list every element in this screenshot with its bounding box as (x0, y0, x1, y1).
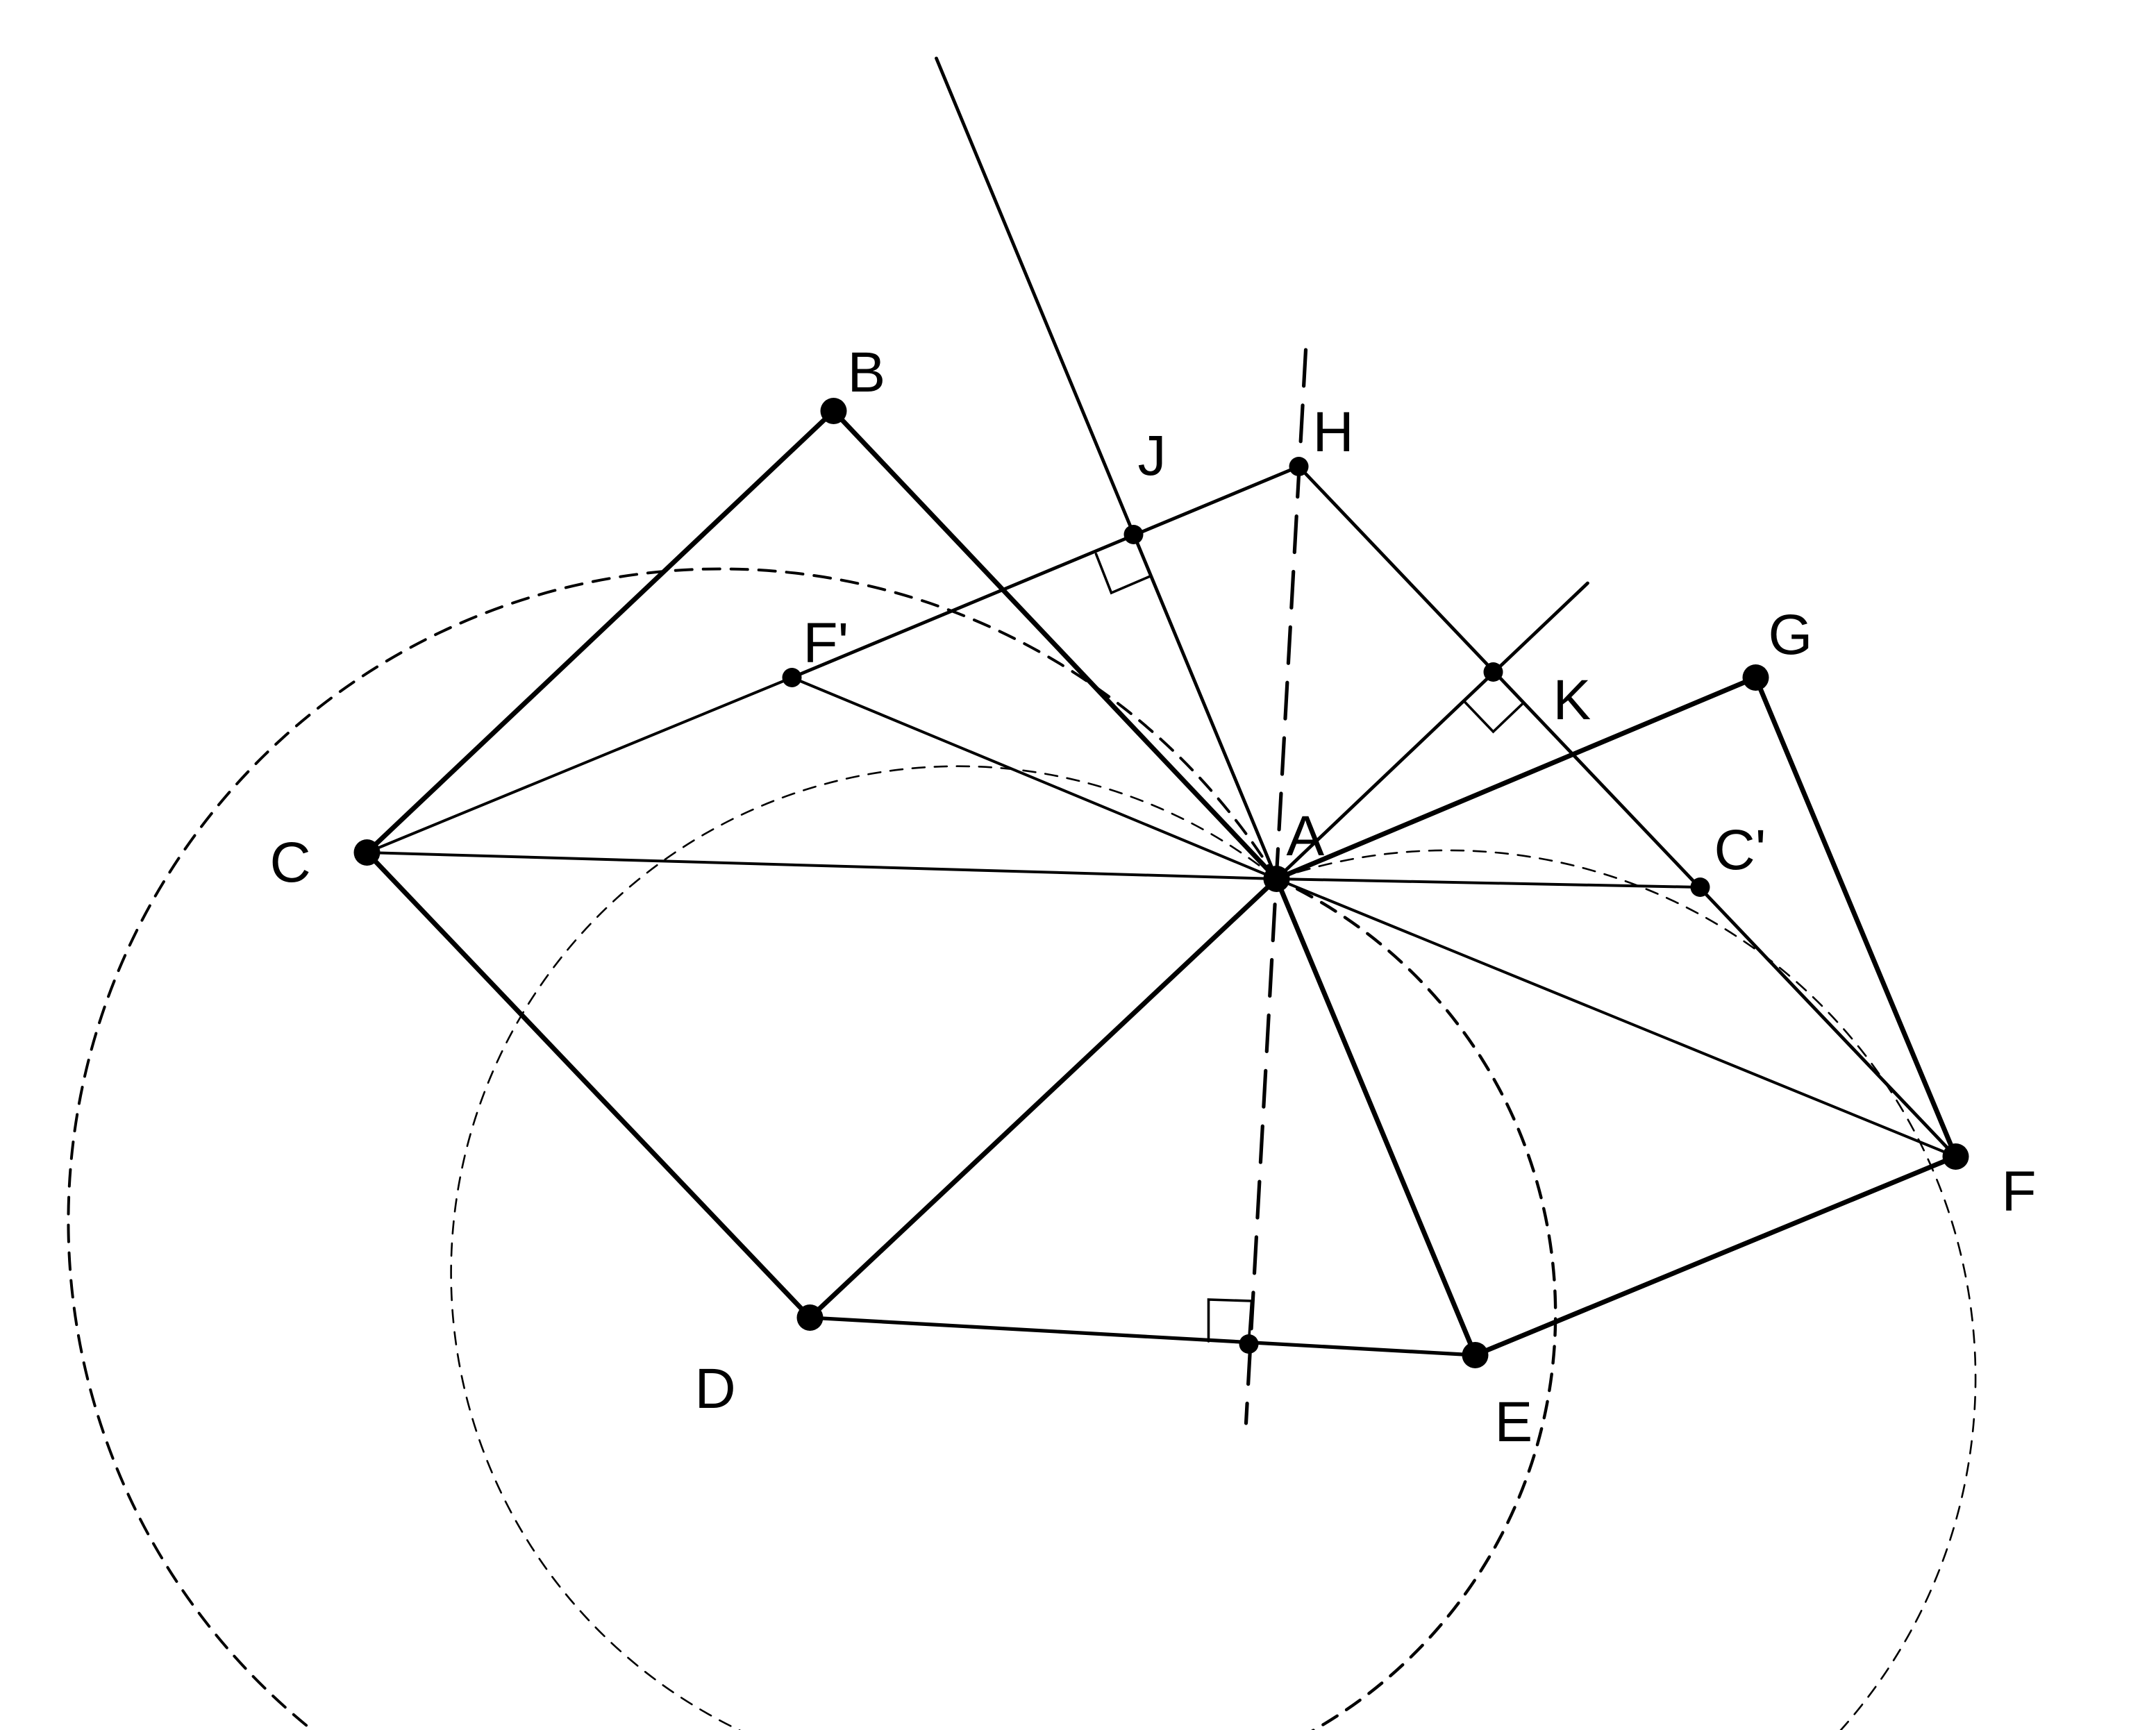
label-c-prime: C' (1714, 818, 1766, 882)
side-ga (1274, 675, 1758, 882)
line-fprime-h (790, 464, 1301, 680)
label-a: A (1287, 805, 1325, 868)
point-de-midpoint (1239, 1334, 1259, 1354)
side-ba (831, 408, 1279, 882)
point-g (1742, 664, 1769, 691)
circle-center-arc (1275, 877, 1557, 1730)
point-e (1462, 1342, 1489, 1368)
label-b: B (848, 341, 886, 404)
line-h-f (1297, 464, 1957, 1159)
circle-small-arc (450, 765, 1278, 1730)
point-labels: A B C D E F G H J K F' C' (270, 341, 2037, 1454)
label-g: G (1769, 603, 1813, 666)
point-f (1942, 1143, 1969, 1170)
circle-left-arc (67, 567, 1278, 1730)
point-j (1123, 525, 1144, 544)
side-fg (1753, 675, 1958, 1159)
perpendicular-from-a-through-k (1275, 581, 1589, 881)
point-c (353, 839, 381, 866)
label-e: E (1495, 1391, 1533, 1454)
perpendicular-from-a-through-j (935, 56, 1278, 881)
side-cb (365, 408, 836, 855)
right-angle-markers (1094, 553, 1526, 1343)
label-j: J (1138, 424, 1167, 487)
point-a (1263, 866, 1290, 892)
segment-de (808, 1316, 1478, 1357)
square-aefg (1274, 675, 1958, 1358)
point-d (796, 1304, 824, 1331)
point-b (820, 398, 847, 424)
points (353, 398, 1969, 1368)
segment-af (1275, 877, 1957, 1158)
dashed-circles (67, 567, 1977, 1730)
circle-right-arc (1276, 849, 1977, 1730)
label-f-prime: F' (803, 612, 849, 675)
point-h (1289, 457, 1309, 476)
side-cd (365, 850, 812, 1320)
point-c-prime (1690, 877, 1710, 897)
segment-ac-prime (1275, 877, 1702, 889)
label-k: K (1553, 669, 1591, 732)
label-d: D (695, 1357, 736, 1420)
label-h: H (1313, 401, 1354, 464)
square-abcd (365, 408, 1279, 1320)
side-ae (1274, 876, 1478, 1358)
side-da (808, 876, 1279, 1320)
right-angle-midpoint (1207, 1298, 1253, 1343)
side-ef (1473, 1154, 1958, 1358)
label-c: C (270, 831, 311, 894)
point-f-prime (782, 668, 802, 687)
segment-c-fprime (365, 676, 794, 854)
construction-lines (365, 56, 1957, 1159)
label-f: F (2002, 1160, 2037, 1223)
right-angle-k (1462, 700, 1526, 734)
segment-ca (365, 851, 1278, 880)
point-k (1483, 662, 1503, 682)
right-angle-j (1094, 553, 1152, 595)
segment-fprime-a (790, 676, 1278, 880)
